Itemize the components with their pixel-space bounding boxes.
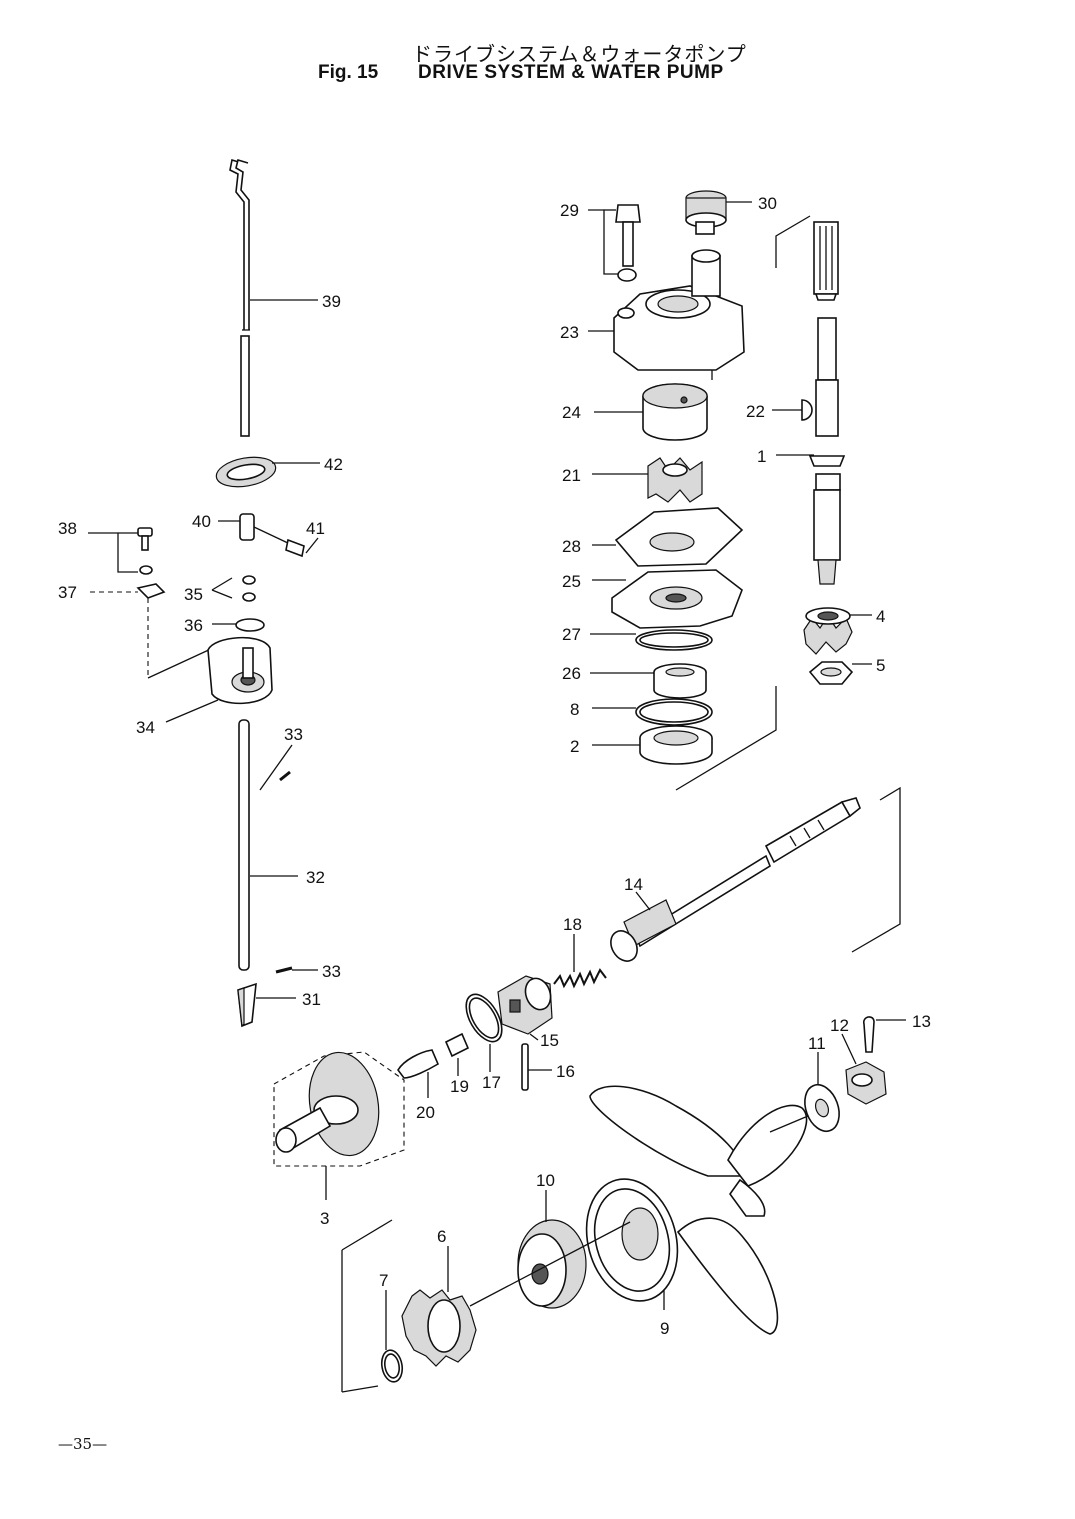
- part-19-shift-pin: [444, 1032, 470, 1058]
- callout-10: 10: [536, 1171, 555, 1190]
- part-17-clip-ring: [465, 993, 503, 1043]
- part-25-pump-base: [611, 569, 743, 629]
- part-7-shim: [380, 1349, 404, 1383]
- callout-36: 36: [184, 616, 203, 635]
- part-23-pump-housing: [613, 249, 745, 380]
- callout-28: 28: [562, 537, 581, 556]
- part-38-bolt: [137, 527, 153, 575]
- callout-20: 20: [416, 1103, 435, 1122]
- callout-13: 13: [912, 1012, 931, 1031]
- callout-41: 41: [306, 519, 325, 538]
- callout-16: 16: [556, 1062, 575, 1081]
- part-36-o-ring: [235, 618, 265, 632]
- title-japanese: ドライブシステム＆ウォータポンプ: [412, 42, 747, 66]
- callout-11: 11: [808, 1034, 826, 1053]
- part-13-cotter-pin: [863, 1016, 875, 1053]
- part-6-reverse-gear: [401, 1289, 477, 1367]
- part-42-grommet: [215, 456, 277, 488]
- callout-12: 12: [830, 1016, 849, 1035]
- callout-6: 6: [437, 1227, 446, 1246]
- callout-38: 38: [58, 519, 77, 538]
- figure-title: DRIVE SYSTEM & WATER PUMP: [418, 62, 724, 83]
- figure-number: Fig. 15: [318, 62, 379, 83]
- part-33-pin-upper: [279, 770, 291, 782]
- part-30-grommet: [685, 190, 727, 235]
- callout-40: 40: [192, 512, 211, 531]
- callout-4: 4: [876, 607, 885, 626]
- part-16-cross-pin: [521, 1043, 529, 1091]
- part-11-washer: [804, 1083, 840, 1133]
- part-35-e-rings: [242, 575, 256, 602]
- callout-23: 23: [560, 323, 579, 342]
- page-number: —35—: [58, 1435, 108, 1453]
- callout-18: 18: [563, 915, 582, 934]
- callout-3: 3: [320, 1209, 329, 1228]
- callout-26: 26: [562, 664, 581, 683]
- callout-33-lower: 33: [322, 962, 341, 981]
- part-24-pump-liner: [642, 383, 708, 441]
- callout-42: 42: [324, 455, 343, 474]
- callout-7: 7: [379, 1271, 388, 1290]
- callout-25: 25: [562, 572, 581, 591]
- callout-21: 21: [562, 466, 581, 485]
- part-29-bolt: [615, 204, 641, 282]
- part-8-shim: [635, 698, 713, 726]
- callout-22: 22: [746, 402, 765, 421]
- callout-2: 2: [570, 737, 579, 756]
- callout-32: 32: [306, 868, 325, 887]
- callout-27: 27: [562, 625, 581, 644]
- callout-1: 1: [757, 447, 766, 466]
- part-39-shift-rod-upper: [229, 158, 250, 437]
- part-34-shift-cam-housing: [207, 636, 273, 705]
- callout-39: 39: [322, 292, 341, 311]
- part-28-gasket: [614, 507, 744, 567]
- part-33-pin-lower: [275, 966, 293, 974]
- part-31-shift-cam: [237, 982, 257, 1028]
- part-37-bracket: [136, 583, 166, 599]
- part-22-key: [801, 399, 813, 421]
- part-12-castle-nut: [845, 1061, 887, 1105]
- callout-24: 24: [562, 403, 581, 422]
- part-14-propeller-shaft: [610, 797, 861, 962]
- part-4-pinion-gear: [803, 607, 853, 655]
- part-2-bearing: [639, 725, 713, 765]
- part-40-shift-lever: [239, 513, 291, 545]
- callout-15: 15: [540, 1031, 559, 1050]
- callout-35: 35: [184, 585, 203, 604]
- callout-31: 31: [302, 990, 321, 1009]
- part-32-shift-rod-lower: [238, 719, 250, 971]
- callout-37: 37: [58, 583, 77, 602]
- callout-19: 19: [450, 1077, 469, 1096]
- part-15-clutch: [497, 975, 553, 1035]
- part-27-o-ring: [635, 629, 713, 651]
- part-41-pin: [285, 537, 319, 558]
- callout-8: 8: [570, 700, 579, 719]
- part-26-oil-seal: [653, 663, 707, 699]
- callout-33-upper: 33: [284, 725, 303, 744]
- part-20-plunger: [397, 1049, 440, 1079]
- part-5-nut: [808, 661, 854, 685]
- callout-5: 5: [876, 656, 885, 675]
- part-21-impeller: [647, 457, 703, 503]
- part-10-thrust-holder: [517, 1219, 587, 1309]
- part-18-spring: [553, 968, 607, 989]
- callout-17: 17: [482, 1073, 501, 1092]
- callout-9: 9: [660, 1319, 669, 1338]
- callout-34: 34: [136, 718, 155, 737]
- part-3-forward-gear: [273, 1051, 405, 1167]
- callout-29: 29: [560, 201, 579, 220]
- callout-14: 14: [624, 875, 643, 894]
- callout-30: 30: [758, 194, 777, 213]
- part-1-drive-shaft: [775, 215, 846, 585]
- part-9-propeller: [585, 1085, 808, 1335]
